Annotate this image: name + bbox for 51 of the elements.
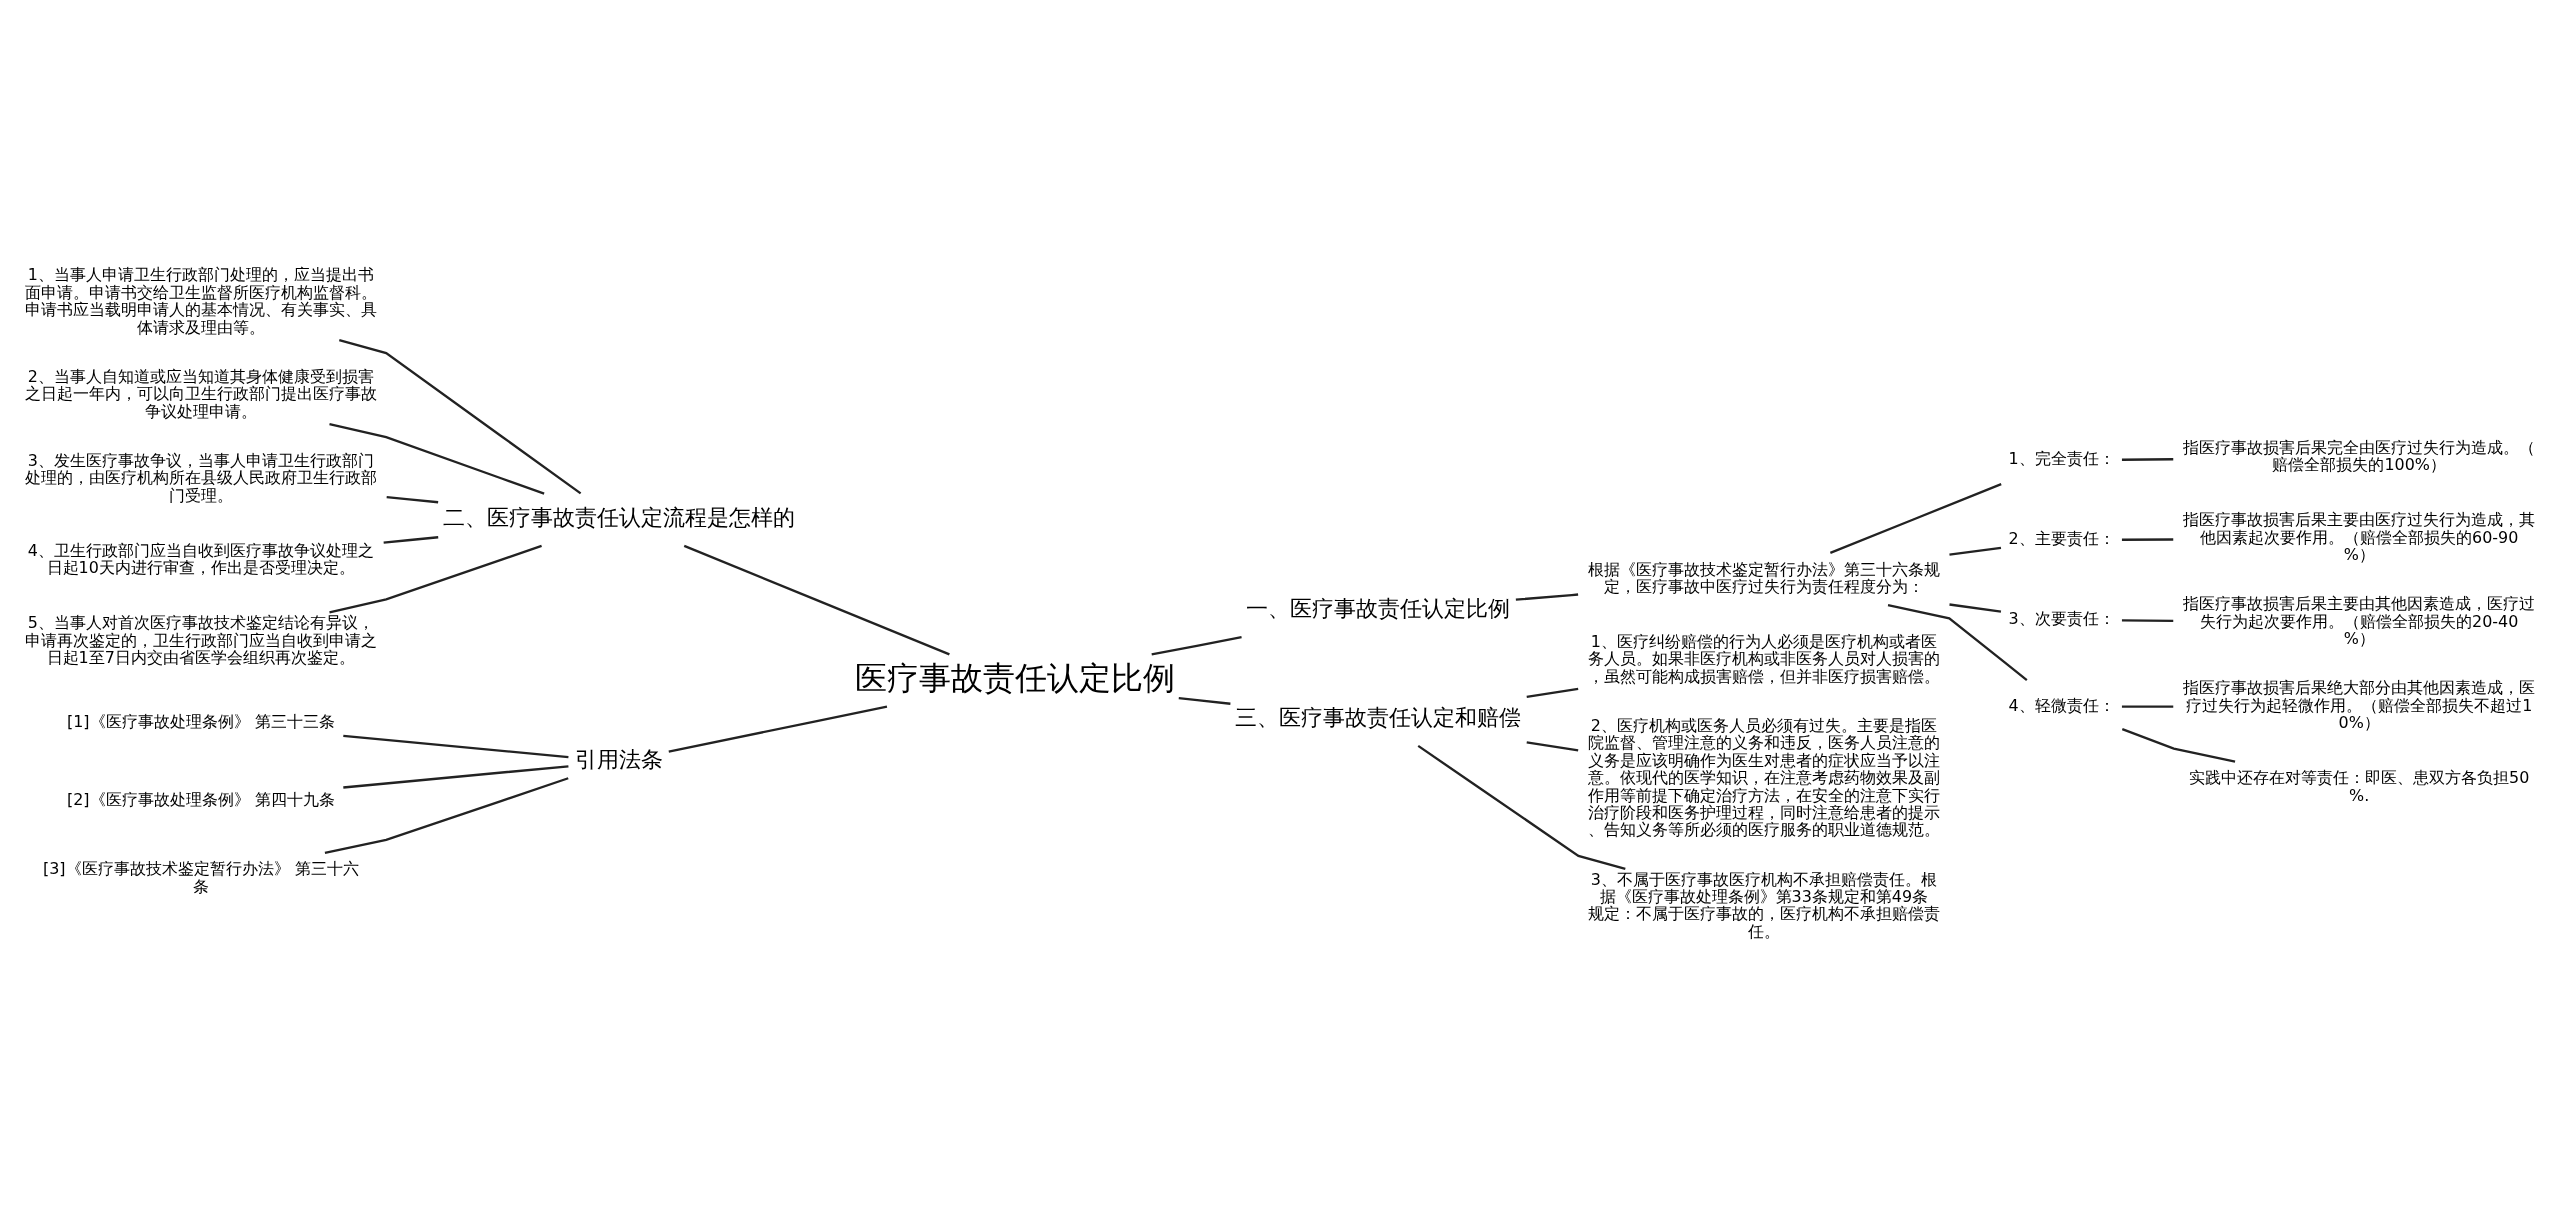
connector <box>1887 604 2028 682</box>
connector <box>2121 538 2174 541</box>
node-text: 1、当事人申请卫生行政部门处理的，应当提出书面申请。申请书交给卫生监督所医疗机构监督科。申请书应当载明申请人的基本情况、有关事实、具体请求及理由等。 <box>24 265 377 337</box>
connector <box>1526 687 1579 699</box>
connector <box>1178 697 1231 705</box>
connector <box>329 544 542 614</box>
connector <box>329 423 545 495</box>
node-text: 3、发生医疗事故争议，当事人申请卫生行政部门处理的，由医疗机构所在县级人民政府卫生行政部门受理。 <box>24 450 377 505</box>
connector <box>2121 705 2174 708</box>
node-text: 实践中还存在对等责任：即医、患双方各负担50%. <box>2189 768 2530 805</box>
node-text: 指医疗事故损害后果完全由医疗过失行为造成。（赔偿全部损失的100%） <box>2183 437 2536 475</box>
connector <box>683 544 950 656</box>
node-text: 1、医疗纠纷赔偿的行为人必须是医疗机构或者医务人员。如果非医疗机构或非医务人员对人损害的，虽然可能构成损害赔偿，但并非医疗损害赔偿。 <box>1587 631 1940 686</box>
connector <box>1829 483 2002 554</box>
node-text: [1]《医疗事故处理条例》 第三十三条 <box>66 711 335 731</box>
connector <box>1417 744 1626 870</box>
connector <box>1151 636 1242 656</box>
node-text: 一、医疗事故责任认定比例 <box>1246 596 1511 622</box>
connector <box>2121 728 2236 763</box>
connector <box>1526 741 1579 752</box>
node-text: 4、轻微责任： <box>2008 695 2115 715</box>
connector <box>386 496 439 504</box>
node-text: 二、医疗事故责任认定流程是怎样的 <box>442 504 795 530</box>
connector <box>343 734 569 759</box>
connector <box>343 765 569 789</box>
node-text: 3、不属于医疗事故医疗机构不承担赔偿责任。根据《医疗事故处理条例》第33条规定和第49条规定：不属于医疗事故的，医疗机构不承担赔偿责任。 <box>1587 869 1940 941</box>
node-text: 2、主要责任： <box>2008 529 2115 549</box>
connector <box>2121 458 2174 461</box>
node-text: 三、医疗事故责任认定和赔偿 <box>1235 704 1522 730</box>
node-text: 2、当事人自知道或应当知道其身体健康受到损害之日起一年内，可以向卫生行政部门提出医疗事故争议处理申请。 <box>24 366 377 421</box>
node-text: 4、卫生行政部门应当自收到医疗事故争议处理之日起10天内进行审查，作出是否受理决定。 <box>27 540 374 578</box>
connector <box>338 339 582 495</box>
node-text: 引用法条 <box>574 746 663 772</box>
node-text: [2]《医疗事故处理条例》 第四十九条 <box>66 789 335 809</box>
node-text: 5、当事人对首次医疗事故技术鉴定结论有异议，申请再次鉴定的，卫生行政部门应当自收到申请之日起1至7日内交由省医学会组织再次鉴定。 <box>24 613 377 667</box>
connector <box>668 705 888 753</box>
connector <box>1949 546 2002 556</box>
connector <box>383 536 439 544</box>
connector <box>2121 619 2174 622</box>
node-text: 1、完全责任： <box>2008 449 2115 469</box>
connector <box>1515 593 1579 601</box>
node-text: [3]《医疗事故技术鉴定暂行办法》 第三十六条 <box>42 859 359 896</box>
connector <box>324 777 569 855</box>
node-text: 医疗事故责任认定比例 <box>854 658 1175 697</box>
node-text: 指医疗事故损害后果主要由医疗过失行为造成，其他因素起次要作用。（赔偿全部损失的60-90%） <box>2183 510 2536 565</box>
node-text: 2、医疗机构或医务人员必须有过失。主要是指医院监督、管理注意的义务和违反，医务人员注意的义务是应该明确作为医生对患者的症状应当予以注意。依现代的医学知识，在注意考虑药物效果及副作用等前提下确定治疗方法，在安全的注意下实行治疗阶段和医务护理过程，同时注意给患者的提示、告知义务等所必须的医疗服务的职业道德规范。 <box>1587 715 1940 840</box>
node-text: 指医疗事故损害后果绝大部分由其他因素造成，医疗过失行为起轻微作用。（赔偿全部损失不超过10%） <box>2183 678 2536 733</box>
connector <box>1949 603 2002 613</box>
node-text: 3、次要责任： <box>2008 608 2115 628</box>
node-text: 指医疗事故损害后果主要由其他因素造成，医疗过失行为起次要作用。（赔偿全部损失的20-40%） <box>2183 594 2536 649</box>
node-text: 根据《医疗事故技术鉴定暂行办法》第三十六条规定，医疗事故中医疗过失行为责任程度分为： <box>1587 559 1940 596</box>
